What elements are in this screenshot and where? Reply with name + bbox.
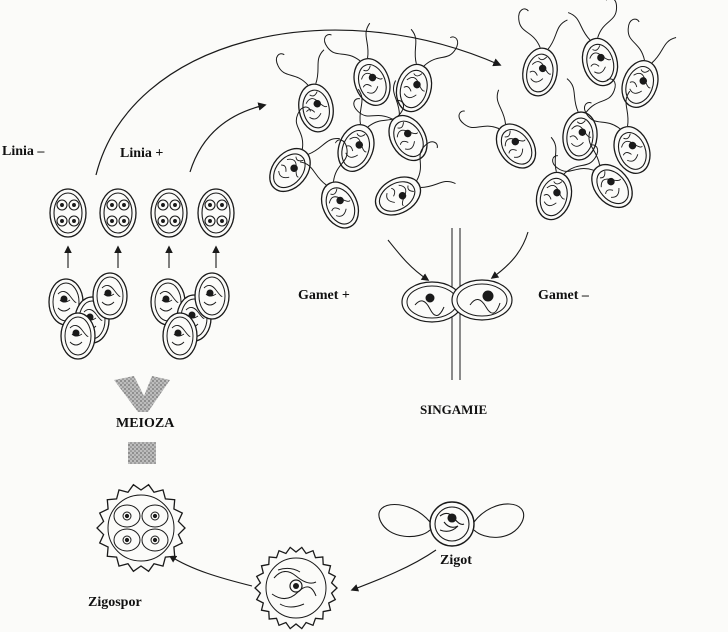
quartet-cell	[150, 188, 188, 238]
zigospor-four-cells	[96, 483, 186, 573]
gamete-plus-cell	[299, 139, 360, 229]
zigospor-daughter-cell	[141, 504, 169, 528]
gamete-minus-group	[458, 0, 677, 221]
meiosis-stipple-arrow	[114, 376, 170, 464]
vegetative-cell	[162, 312, 198, 360]
vegetative-cell	[92, 272, 128, 320]
arrow-linia-plus-to-gamet-plus	[189, 102, 267, 173]
gamete-minus-cell	[518, 8, 568, 97]
gamete-minus-cell	[552, 131, 633, 209]
gamete-minus-cell	[584, 90, 651, 174]
up-arrows	[64, 245, 220, 268]
quartet-cell	[49, 188, 87, 238]
vegetative-cell	[194, 272, 230, 320]
gamete-plus-cell	[275, 49, 334, 133]
arrow-zygospore-to-zigospor	[168, 555, 253, 587]
gamete-minus-cell	[562, 78, 616, 161]
zigot-cell	[378, 501, 525, 547]
quartet-cell	[197, 188, 235, 238]
vegetative-cell-clusters	[48, 272, 230, 360]
arrow-gamet-plus-to-singamie	[387, 239, 430, 281]
gamete-plus-group	[269, 22, 459, 229]
label-linia-plus: Linia +	[120, 146, 164, 161]
arrow-gamet-minus-to-singamie	[490, 231, 529, 279]
arrow-zigot-to-zygospore	[350, 549, 437, 592]
label-linia-minus: Linia –	[2, 144, 45, 159]
four-cell-quartets	[49, 188, 235, 238]
gamete-plus-cell	[374, 141, 456, 216]
quartet-cell	[99, 188, 137, 238]
label-meioza: MEIOZA	[116, 416, 175, 431]
label-zigospor: Zigospor	[88, 595, 142, 610]
zigospor-daughter-cell	[113, 528, 141, 552]
label-singamie: SINGAMIE	[420, 402, 488, 417]
zygospore-dormant	[254, 546, 338, 630]
gamete-plus-cell	[324, 22, 391, 106]
label-zigot: Zigot	[440, 553, 472, 568]
gamete-minus-cell	[567, 0, 619, 87]
zigospor-daughter-cell	[141, 528, 169, 552]
arrow-linia-minus-to-gamet-minus	[95, 29, 502, 176]
gamete-plus-cell	[395, 28, 459, 113]
vegetative-cell	[60, 312, 96, 360]
gamete-minus-cell	[535, 136, 599, 221]
gamete-plus-cell	[337, 88, 404, 172]
gamete-plus-cell	[269, 106, 340, 193]
label-gamet-plus: Gamet +	[298, 288, 350, 303]
gamete-minus-cell	[621, 18, 677, 108]
zigospor-daughter-cell	[113, 504, 141, 528]
label-gamet-minus: Gamet –	[538, 288, 589, 303]
gamete-plus-cell	[353, 80, 428, 162]
gamete-minus-cell	[458, 89, 537, 169]
singamie-fusing-gametes	[401, 228, 513, 380]
